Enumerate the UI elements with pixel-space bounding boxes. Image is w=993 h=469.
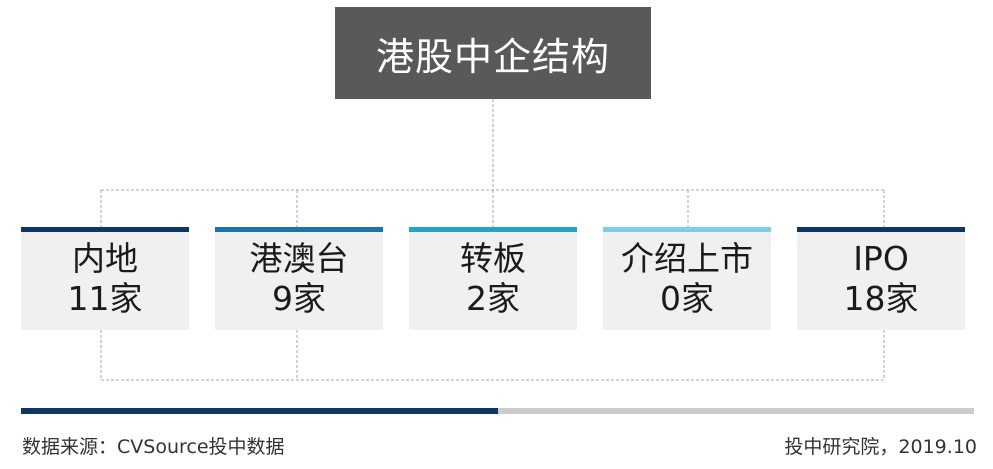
root-title: 港股中企结构 xyxy=(375,34,610,79)
node-accent-bar xyxy=(215,227,383,232)
credit-date: 投中研究院，2019.10 xyxy=(784,436,977,458)
node-count: 9家 xyxy=(272,278,326,318)
node-count: 0家 xyxy=(660,278,714,318)
node-ipo: IPO 18家 xyxy=(797,227,965,330)
node-count: 11家 xyxy=(67,278,143,318)
data-source: 数据来源：CVSource投中数据 xyxy=(22,436,285,458)
node-hk-macao-taiwan: 港澳台 9家 xyxy=(215,227,383,330)
progress-bar xyxy=(21,408,974,414)
node-label: 内地 xyxy=(72,238,138,278)
node-mainland: 内地 11家 xyxy=(21,227,189,330)
node-label: 介绍上市 xyxy=(621,238,753,278)
node-count: 18家 xyxy=(843,278,919,318)
node-label: IPO xyxy=(853,238,909,278)
node-accent-bar xyxy=(21,227,189,232)
node-introduction-listing: 介绍上市 0家 xyxy=(603,227,771,330)
progress-fill xyxy=(21,408,498,414)
node-accent-bar xyxy=(797,227,965,232)
node-board-transfer: 转板 2家 xyxy=(409,227,577,330)
root-node: 港股中企结构 xyxy=(335,7,651,99)
node-label: 转板 xyxy=(460,238,526,278)
node-count: 2家 xyxy=(466,278,520,318)
node-accent-bar xyxy=(409,227,577,232)
node-accent-bar xyxy=(603,227,771,232)
node-label: 港澳台 xyxy=(249,238,349,278)
